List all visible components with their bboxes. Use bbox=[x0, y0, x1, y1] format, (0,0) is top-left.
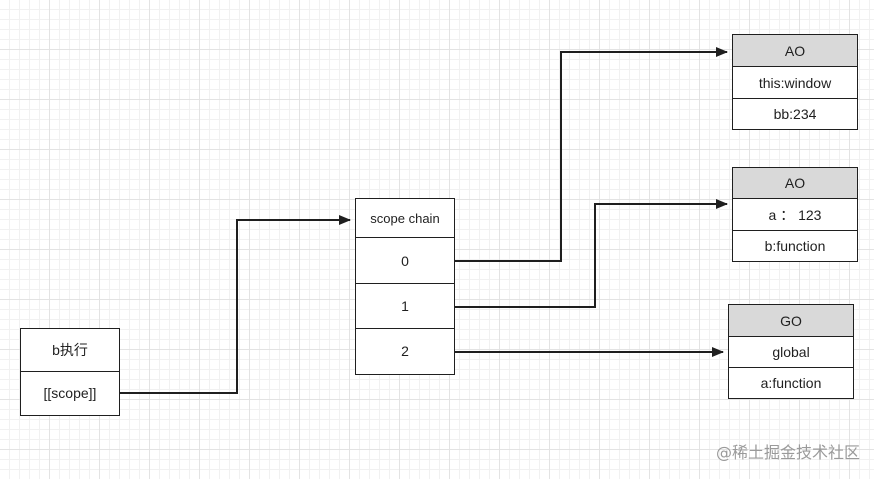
watermark: @稀土掘金技术社区 bbox=[715, 443, 860, 462]
activation-object-a-title: AO bbox=[733, 168, 857, 199]
scope-chain-slot-0: 0 bbox=[356, 238, 454, 284]
arrow-slot1-to-ao-a bbox=[455, 199, 728, 308]
arrow-slot0-to-ao-b bbox=[455, 47, 728, 262]
scope-chain-box: scope chain 0 1 2 bbox=[355, 198, 455, 375]
scope-chain-title: scope chain bbox=[356, 199, 454, 238]
scope-chain-slot-1: 1 bbox=[356, 284, 454, 329]
global-object: GO global a:function bbox=[728, 304, 854, 399]
global-object-row: global bbox=[729, 337, 853, 368]
scope-property: [[scope]] bbox=[43, 385, 97, 401]
scope-chain-slot-2: 2 bbox=[401, 343, 409, 359]
activation-object-a: AO a ： 123 b:function bbox=[732, 167, 858, 262]
arrow-scope-to-chain bbox=[120, 215, 351, 394]
activation-object-b-row: this:window bbox=[733, 67, 857, 99]
activation-object-b-row: bb:234 bbox=[773, 105, 817, 122]
activation-object-a-row: b:function bbox=[764, 237, 826, 254]
global-object-title: GO bbox=[729, 305, 853, 337]
activation-object-b: AO this:window bb:234 bbox=[732, 34, 858, 130]
activation-object-b-title: AO bbox=[733, 35, 857, 67]
execution-context-box: b执行 [[scope]] bbox=[20, 328, 120, 416]
activation-object-a-row: a ： 123 bbox=[733, 199, 857, 231]
global-object-row: a:function bbox=[760, 374, 822, 391]
execution-context-title: b执行 bbox=[21, 329, 119, 372]
